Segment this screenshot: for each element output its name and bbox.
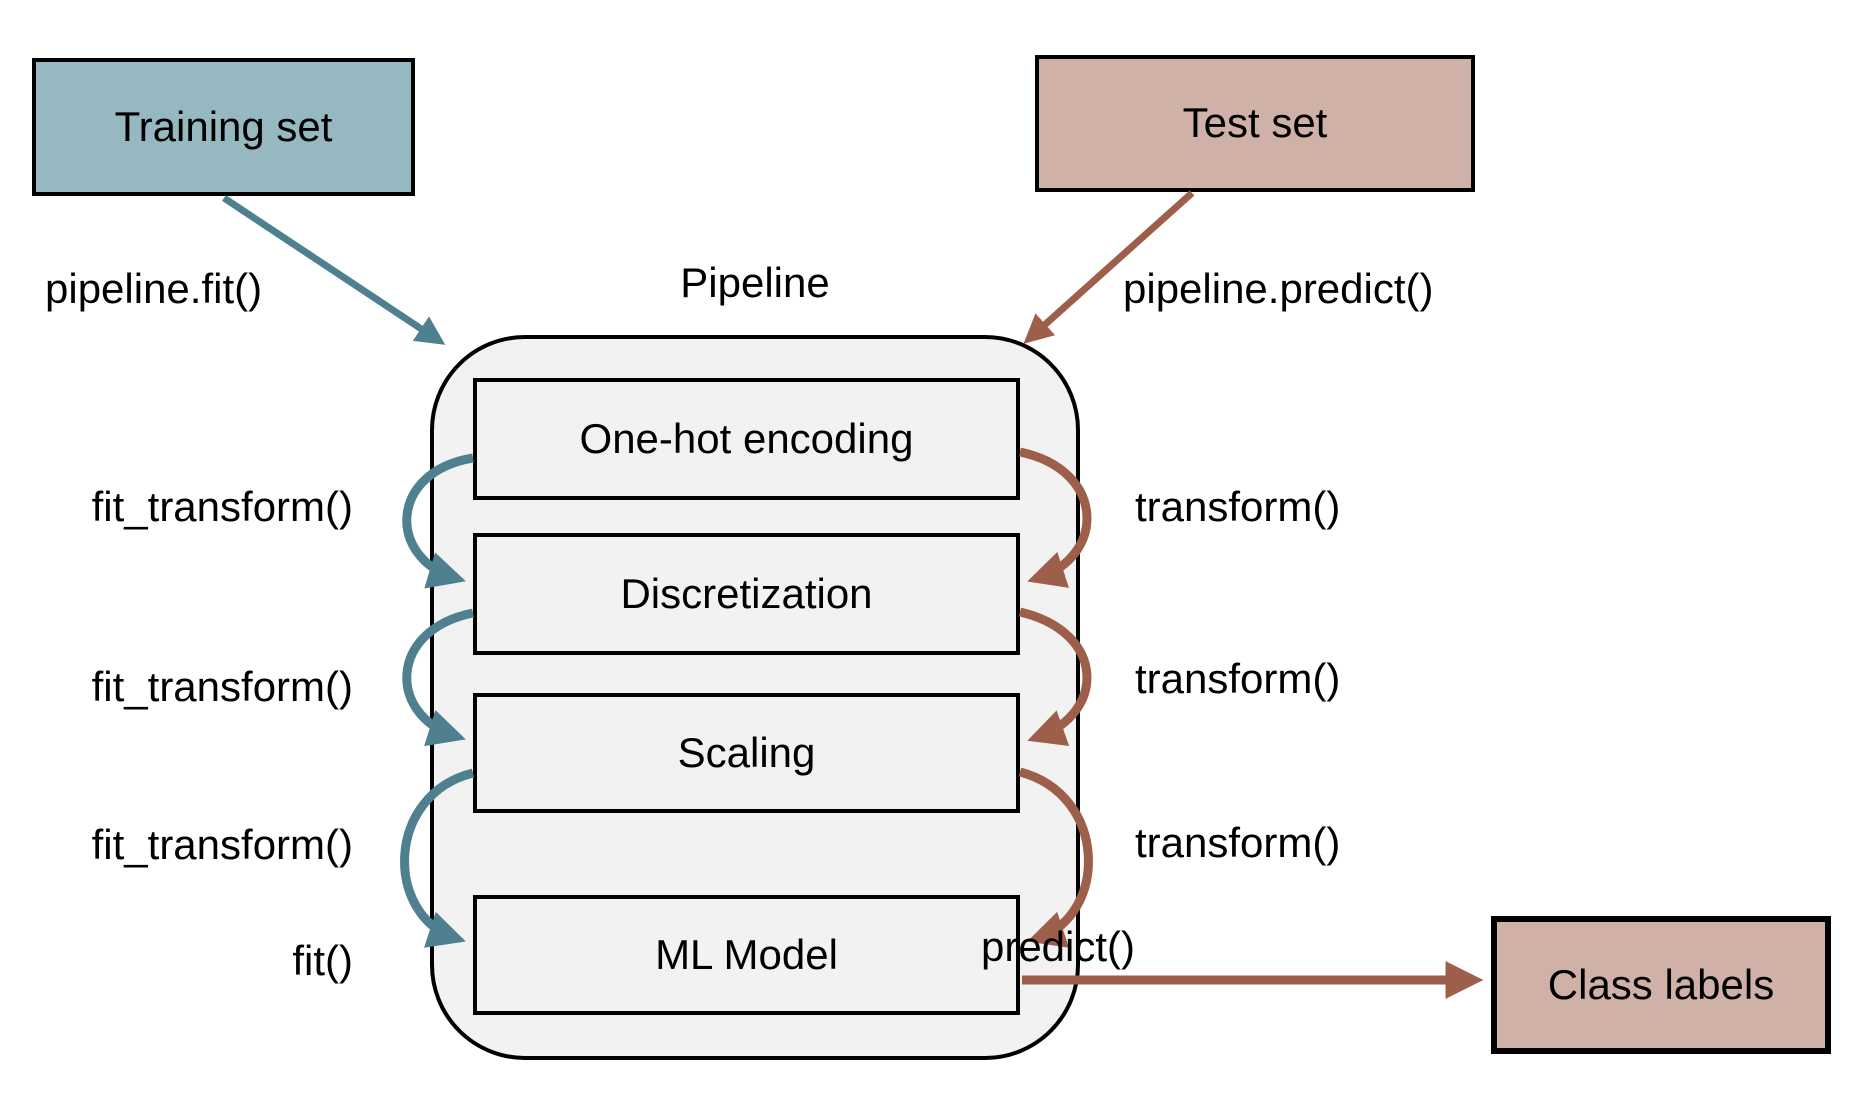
test-set-node: Test set [1035,55,1475,192]
predict-label: predict() [980,923,1136,970]
pipeline-fit-label: pipeline.fit() [45,265,263,312]
step-label: Scaling [677,728,816,776]
pipeline-step-discretization: Discretization [473,533,1020,655]
class-labels-label: Class labels [1547,960,1775,1008]
training-set-label: Training set [114,102,333,150]
fit-transform-label-2: fit_transform() [91,663,353,710]
step-label: Discretization [620,569,873,617]
pipeline-title: Pipeline [680,259,830,306]
training-set-node: Training set [32,58,415,196]
fit-transform-label-1: fit_transform() [91,483,353,530]
pipeline-step-one-hot-encoding: One-hot encoding [473,378,1020,500]
test-set-label: Test set [1182,99,1328,147]
step-label: One-hot encoding [579,414,914,462]
transform-label-2: transform() [1135,655,1341,702]
fit-label: fit() [292,937,353,984]
step-label: ML Model [655,930,838,978]
pipeline-predict-label: pipeline.predict() [1123,265,1434,312]
transform-label-3: transform() [1135,819,1341,866]
pipeline-step-ml-model: ML Model [473,895,1020,1015]
pipeline-step-scaling: Scaling [473,693,1020,813]
transform-label-1: transform() [1135,483,1341,530]
class-labels-node: Class labels [1491,916,1831,1054]
fit-transform-label-3: fit_transform() [91,821,353,868]
